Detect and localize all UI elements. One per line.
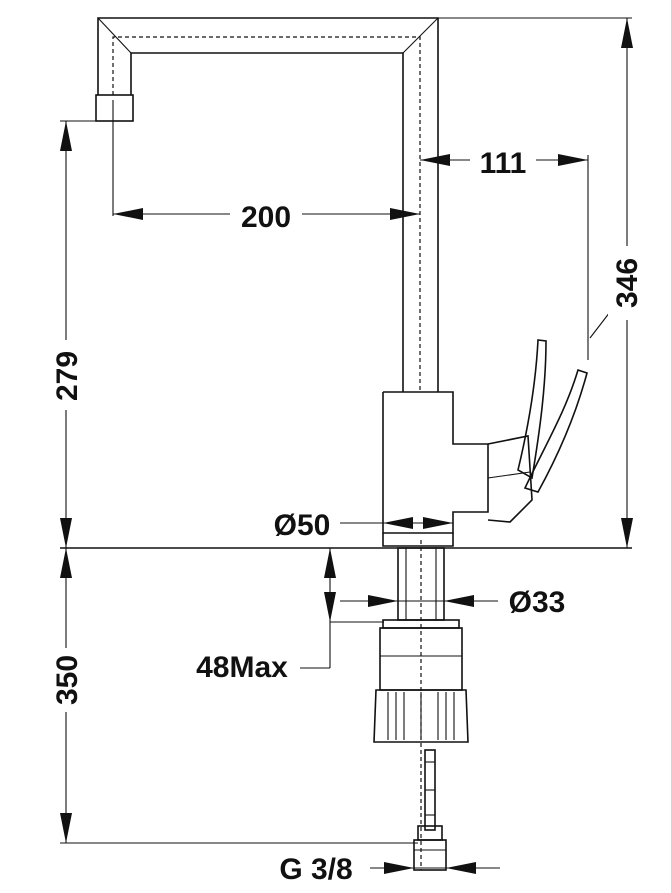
faucet-outline: [60, 17, 632, 871]
dim-spout-height: 279: [51, 351, 84, 401]
dim-spout-reach: 200: [241, 201, 291, 234]
dim-total-height: 346: [611, 258, 644, 308]
dimension-lines: [60, 18, 633, 874]
dim-base-diameter: Ø50: [274, 509, 331, 542]
dim-handle-offset: 111: [480, 147, 527, 180]
dim-connection-thread: G 3/8: [279, 853, 352, 886]
dim-shank-diameter: Ø33: [509, 586, 566, 619]
dim-max-deck-thickness: 48Max: [196, 651, 288, 684]
dim-below-deck-length: 350: [51, 655, 84, 705]
dimension-labels: 200 111 346 279 Ø50 Ø33 48Max 350 G 3/8: [48, 144, 644, 886]
